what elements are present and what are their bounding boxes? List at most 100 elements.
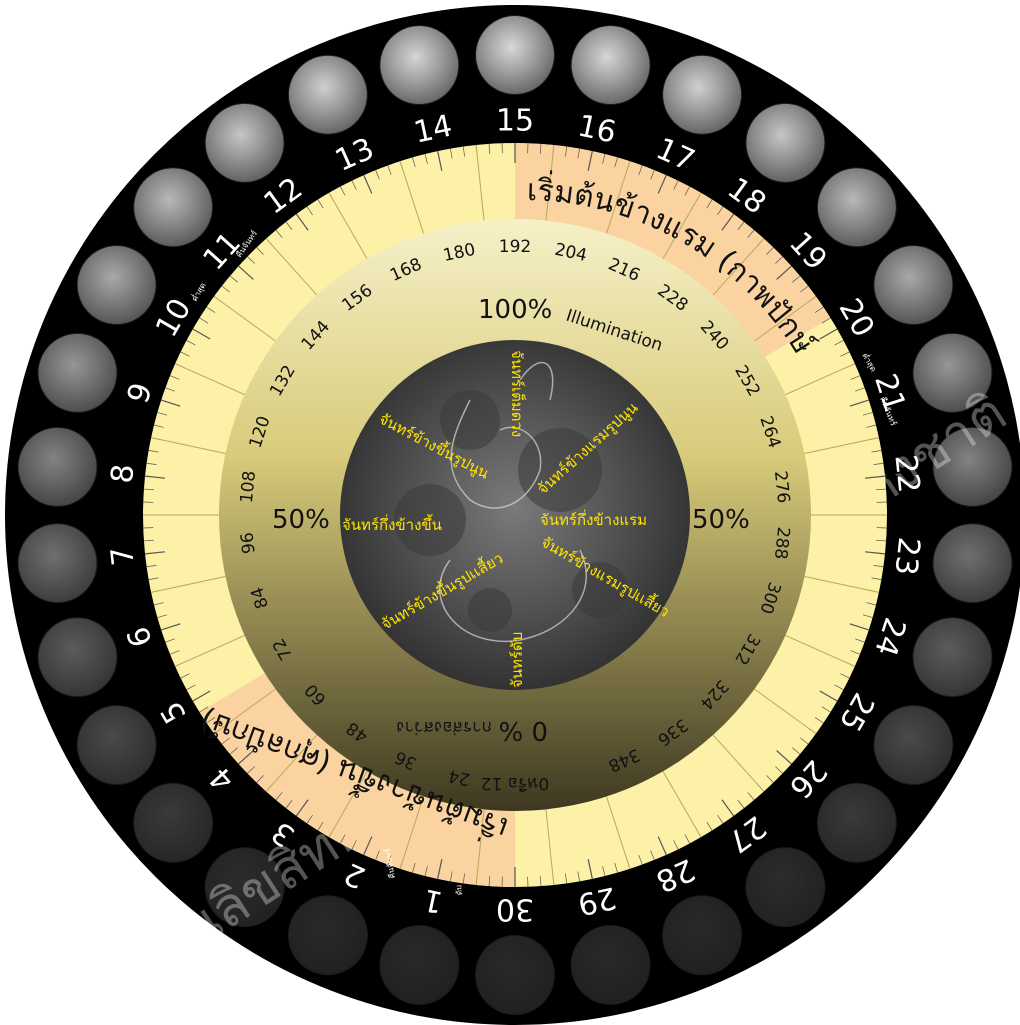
moon-thumb	[475, 15, 555, 95]
scale-tick	[706, 821, 713, 831]
scale-tick	[285, 800, 293, 809]
scale-tick	[165, 638, 175, 643]
moon-thumb	[912, 617, 993, 698]
scale-tick	[238, 265, 254, 280]
sector-divider	[662, 192, 702, 259]
scale-tick	[747, 229, 755, 238]
scale-tick	[840, 673, 850, 679]
sector-divider	[545, 144, 555, 221]
scale-tick	[800, 285, 809, 293]
day-number: 14	[411, 109, 456, 151]
scale-tick	[871, 577, 882, 580]
sector-divider	[785, 634, 856, 667]
illumination-right-half: 50%	[692, 505, 750, 535]
scale-tick	[206, 306, 216, 313]
sector-divider	[605, 796, 631, 869]
sector-divider	[804, 437, 879, 454]
sector-divider	[754, 295, 817, 342]
scale-tick	[673, 840, 679, 850]
scale-tick	[684, 834, 690, 844]
scale-tick	[706, 199, 713, 209]
scale-tick	[876, 539, 887, 542]
scale-tick	[206, 717, 216, 724]
scale-tick	[737, 221, 745, 230]
scale-tick	[375, 850, 380, 861]
scale-tick	[775, 766, 783, 774]
sector-divider	[328, 192, 368, 259]
day-number: 16	[575, 109, 620, 151]
scale-tick	[351, 840, 357, 850]
scale-tick	[766, 247, 774, 255]
scale-tick	[437, 859, 443, 879]
scale-tick	[862, 614, 873, 618]
scale-tick	[450, 148, 453, 159]
sector-divider	[151, 576, 226, 593]
scale-tick	[221, 737, 230, 745]
scale-tick	[488, 143, 491, 154]
scale-tick	[148, 577, 159, 580]
scale-tick	[340, 186, 346, 196]
tag-day-1: ดับ	[454, 885, 464, 896]
scale-tick	[747, 792, 755, 801]
scale-tick	[862, 412, 873, 416]
scale-tick	[306, 814, 313, 824]
scale-tick	[819, 690, 838, 702]
scale-tick	[192, 328, 211, 340]
scale-tick	[565, 146, 568, 157]
scale-tick	[199, 317, 209, 324]
scale-tick	[247, 766, 255, 774]
sector-divider	[174, 634, 245, 667]
sector-divider	[785, 363, 856, 396]
scale-tick	[275, 792, 283, 801]
sector-divider	[662, 771, 702, 838]
moon-thumb	[932, 426, 1013, 507]
sector-divider	[754, 688, 817, 735]
scale-tick	[577, 871, 580, 882]
sector-divider	[151, 437, 226, 454]
scale-tick	[488, 876, 491, 887]
moon-thumb	[379, 25, 460, 106]
scale-tick	[317, 199, 324, 209]
scale-tick	[363, 174, 373, 194]
moon-thumb	[204, 847, 285, 928]
day-number: 22	[887, 453, 926, 495]
scale-tick	[577, 148, 580, 159]
scale-tick	[657, 836, 667, 856]
full-moon-label: จันทร์เต็มดวง	[508, 350, 527, 437]
scale-tick	[462, 873, 465, 884]
scale-tick	[146, 462, 157, 465]
scale-tick	[717, 814, 724, 824]
scale-tick	[721, 799, 735, 817]
scale-tick	[161, 623, 181, 631]
scale-tick	[850, 375, 861, 380]
sector-divider	[328, 771, 368, 838]
scale-tick	[792, 275, 801, 283]
scale-tick	[275, 229, 283, 238]
moon-thumb	[662, 895, 743, 976]
illumination-full: 100%	[478, 295, 552, 325]
scale-tick	[650, 850, 655, 861]
sector-divider	[804, 576, 879, 593]
scale-tick	[684, 186, 690, 196]
moon-thumb	[816, 167, 897, 248]
sector-divider	[475, 144, 485, 221]
moon-thumb	[816, 782, 897, 863]
angle-label: 192	[499, 237, 531, 257]
moon-thumb	[662, 54, 743, 135]
scale-tick	[819, 328, 838, 340]
scale-tick	[737, 800, 745, 809]
scale-tick	[866, 602, 877, 606]
scale-tick	[602, 866, 606, 877]
moon-thumb	[37, 332, 118, 413]
new-moon-label: จันทร์ดับ	[508, 632, 526, 688]
scale-tick	[256, 247, 264, 255]
scale-tick	[363, 836, 373, 856]
day-number: 29	[575, 879, 620, 921]
scale-tick	[721, 213, 735, 231]
scale-tick	[375, 169, 380, 180]
angle-label: 24	[447, 765, 472, 789]
scale-tick	[285, 221, 293, 230]
sector-divider	[712, 238, 765, 296]
scale-tick	[614, 157, 618, 168]
scale-tick	[776, 750, 792, 765]
